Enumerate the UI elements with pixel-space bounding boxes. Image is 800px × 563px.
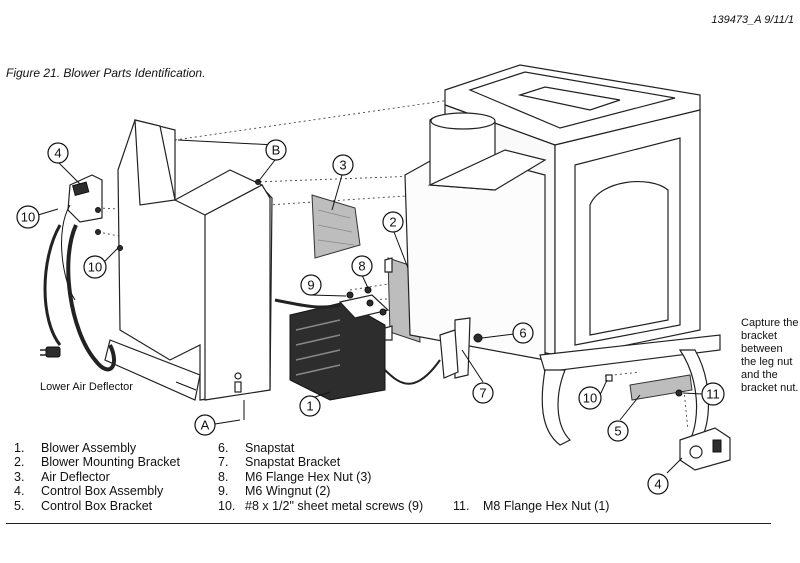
control-box-right xyxy=(629,374,731,471)
callout-4-left: 4 xyxy=(47,142,69,164)
item-label: #8 x 1/2" sheet metal screws (9) xyxy=(245,498,424,513)
parts-list-item: 7. Snapstat Bracket xyxy=(218,455,423,469)
callout-label: A xyxy=(201,418,210,433)
callout-10-left-top: 10 xyxy=(16,205,40,229)
item-label: Blower Mounting Bracket xyxy=(41,455,180,470)
figure-title: Figure 21. Blower Parts Identification. xyxy=(6,66,206,80)
item-label: M8 Flange Hex Nut (1) xyxy=(483,498,610,513)
item-number: 1. xyxy=(14,441,25,455)
callout-label: 11 xyxy=(706,387,720,402)
callout-label: 1 xyxy=(306,399,313,414)
callout-5: 5 xyxy=(607,420,629,442)
parts-list-item: 1. Blower Assembly xyxy=(14,441,180,455)
callout-10-left-bottom: 10 xyxy=(83,255,107,279)
document-id: 139473_A 9/11/1 xyxy=(711,14,794,26)
item-label: Control Box Bracket xyxy=(41,498,153,513)
callout-4-right: 4 xyxy=(647,473,669,495)
parts-list-col3: 11. M8 Flange Hex Nut (1) xyxy=(453,499,609,513)
parts-list-item: 8. M6 Flange Hex Nut (3) xyxy=(218,470,423,484)
item-label: M6 Flange Hex Nut (3) xyxy=(245,469,372,484)
callout-label: B xyxy=(272,143,281,158)
blower-unit xyxy=(274,294,441,401)
parts-list-item: 10. #8 x 1/2" sheet metal screws (9) xyxy=(218,499,423,513)
item-label: Air Deflector xyxy=(41,469,110,484)
item-number: 5. xyxy=(14,498,25,513)
parts-list-item: 4. Control Box Assembly xyxy=(14,484,180,498)
item-label: Control Box Assembly xyxy=(41,484,164,499)
parts-list-item: 2. Blower Mounting Bracket xyxy=(14,455,180,469)
lower-air-deflector-label: Lower Air Deflector xyxy=(40,381,133,393)
callout-label: 8 xyxy=(358,259,365,274)
bottom-divider xyxy=(6,523,771,524)
callout-9: 9 xyxy=(300,274,322,296)
item-label: Snapstat Bracket xyxy=(245,455,341,470)
callout-2: 2 xyxy=(382,211,404,233)
callout-label: 9 xyxy=(307,278,314,293)
item-number: 9. xyxy=(218,484,229,499)
callout-label: 5 xyxy=(614,424,621,439)
callout-label: 10 xyxy=(88,260,102,275)
item-number: 8. xyxy=(218,469,229,484)
parts-list-item: 3. Air Deflector xyxy=(14,470,180,484)
item-label: M6 Wingnut (2) xyxy=(245,484,331,499)
parts-list-item: 11. M8 Flange Hex Nut (1) xyxy=(453,499,609,513)
callout-11: 11 xyxy=(701,382,725,406)
callout-label: 6 xyxy=(519,326,526,341)
callout-1: 1 xyxy=(299,395,321,417)
callout-3: 3 xyxy=(332,154,354,176)
item-number: 4. xyxy=(14,484,25,499)
capture-bracket-note: Capture the bracket between the leg nut … xyxy=(741,317,799,394)
item-number: 2. xyxy=(14,455,25,470)
callout-label: 4 xyxy=(654,477,661,492)
blower-shroud xyxy=(104,119,273,420)
callout-A: A xyxy=(194,414,216,436)
item-number: 3. xyxy=(14,469,25,484)
parts-list-col2: 6. Snapstat 7. Snapstat Bracket 8. M6 Flang… xyxy=(218,441,423,513)
callout-label: 7 xyxy=(479,386,486,401)
parts-list-item: 5. Control Box Bracket xyxy=(14,499,180,513)
item-label: Blower Assembly xyxy=(41,441,137,455)
parts-list-col1: 1. Blower Assembly 2. Blower Mounting Brac… xyxy=(14,441,180,513)
callout-10-right: 10 xyxy=(578,386,602,410)
parts-list-item: 6. Snapstat xyxy=(218,441,423,455)
item-number: 10. xyxy=(218,498,236,513)
control-box-left xyxy=(40,174,116,372)
callout-label: 2 xyxy=(389,215,396,230)
parts-list-item: 9. M6 Wingnut (2) xyxy=(218,484,423,498)
leader-lines xyxy=(37,139,703,474)
callout-label: 10 xyxy=(583,391,597,406)
item-number: 11. xyxy=(453,498,470,513)
item-number: 7. xyxy=(218,455,229,470)
air-deflector xyxy=(311,194,361,259)
callout-7: 7 xyxy=(472,382,494,404)
callout-6: 6 xyxy=(512,322,534,344)
callout-label: 4 xyxy=(54,146,61,161)
item-number: 6. xyxy=(218,441,229,455)
callout-label: 3 xyxy=(339,158,346,173)
callout-8: 8 xyxy=(351,255,373,277)
callout-label: 10 xyxy=(21,210,35,225)
item-label: Snapstat xyxy=(245,441,295,455)
snapstat-assembly xyxy=(439,317,483,379)
callout-B: B xyxy=(265,139,287,161)
